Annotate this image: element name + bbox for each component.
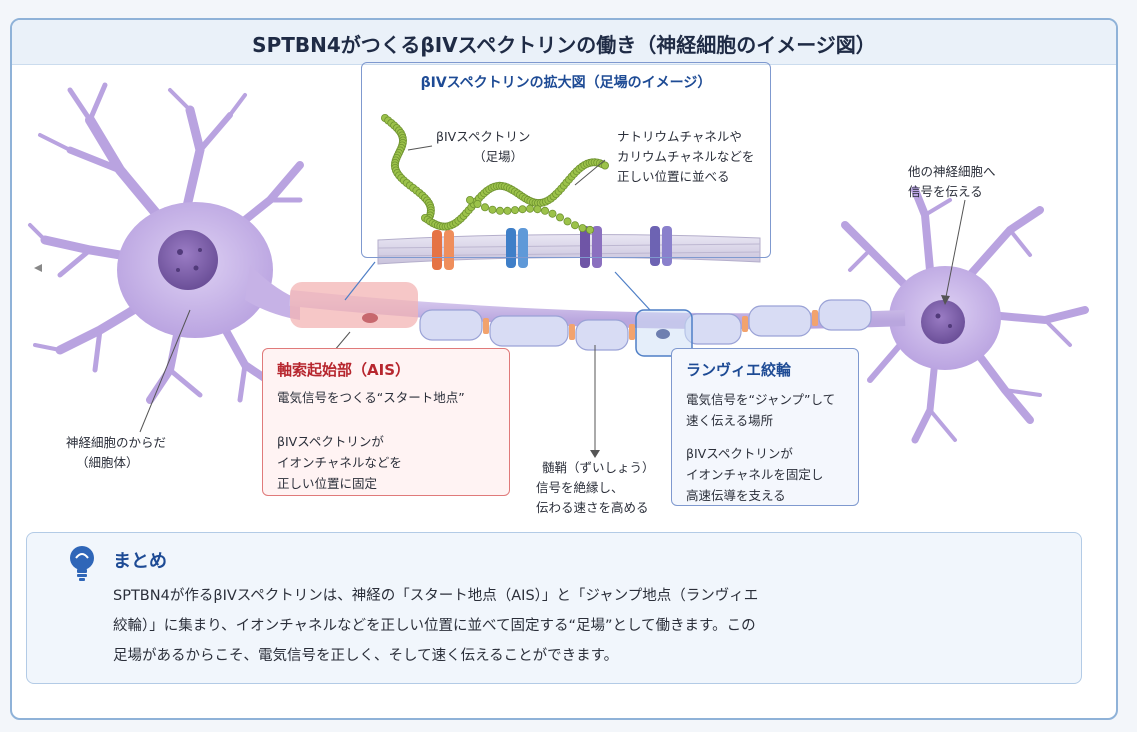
nodes-line: イオンチャネルを固定し — [686, 467, 824, 482]
ais-highlight — [290, 282, 418, 328]
axon-hillock — [245, 265, 300, 320]
ais-line: イオンチャネルなどを — [277, 455, 402, 470]
nodes-callout: ランヴィエ絞輪 電気信号を“ジャンプ”して 速く伝える場所 βIVスペクトリンが… — [671, 348, 859, 506]
channel-label: ナトリウムチャネルや カリウムチャネルなどを 正しい位置に並べる — [617, 129, 755, 184]
nodes-line: 電気信号を“ジャンプ”して — [686, 392, 836, 407]
nodes-title: ランヴィエ絞輪 — [686, 361, 792, 379]
right-neuron-label: 他の神経細胞へ 信号を伝える — [908, 164, 996, 199]
zoom-box — [361, 62, 771, 258]
title-bar: SPTBN4がつくるβIVスペクトリンの働き（神経細胞のイメージ図） — [12, 20, 1116, 65]
myelin-segments — [419, 299, 872, 351]
summary-line: SPTBN4が作るβIVスペクトリンは、神経の「スタート地点（AIS）」と「ジャ… — [113, 588, 759, 604]
nodes-of-ranvier — [483, 310, 818, 340]
channel-blue — [506, 228, 528, 268]
summary-line: 絞輪）」に集まり、イオンチャネルなどを正しい位置に並べて固定する“足場”として働… — [113, 618, 756, 634]
myelin-label: 髄鞘（ずいしょう） 信号を絶縁し、 伝わる速さを高める — [536, 460, 655, 515]
ais-line: 正しい位置に固定 — [277, 476, 378, 491]
cell-body-label: 神経細胞のからだ （細胞体） — [66, 435, 167, 470]
left-nucleus — [158, 230, 218, 290]
nodes-line: 高速伝導を支える — [686, 488, 786, 503]
ais-line: βIVスペクトリンが — [277, 434, 384, 449]
zoom-connectors — [344, 261, 651, 311]
spectrin-chain — [380, 114, 610, 234]
ais-line: 電気信号をつくる“スタート地点” — [277, 390, 465, 405]
ais-callout: 軸索起始部（AIS） 電気信号をつくる“スタート地点” βIVスペクトリンが イ… — [262, 348, 510, 496]
zoom-title: βIVスペクトリンの拡大図（足場のイメージ） — [420, 75, 712, 91]
spectrin-label: βIVスペクトリン （足場） — [436, 129, 531, 164]
summary-box: まとめ SPTBN4が作るβIVスペクトリンは、神経の「スタート地点（AIS）」… — [26, 532, 1082, 684]
nodes-line: βIVスペクトリンが — [686, 446, 793, 461]
summary-line: 足場があるからこそ、電気信号を正しく、そして速く伝えることができます。 — [113, 648, 619, 664]
summary-title: まとめ — [113, 551, 167, 572]
lightbulb-icon — [70, 546, 94, 581]
right-neuron-dendrites — [841, 186, 1089, 444]
page-title: SPTBN4がつくるβIVスペクトリンの働き（神経細胞のイメージ図） — [252, 33, 876, 57]
right-nucleus — [921, 300, 965, 344]
channel-orange — [432, 230, 454, 270]
nodes-line: 速く伝える場所 — [686, 413, 774, 428]
channel-violet — [650, 226, 672, 266]
ais-title: 軸索起始部（AIS） — [277, 361, 410, 379]
